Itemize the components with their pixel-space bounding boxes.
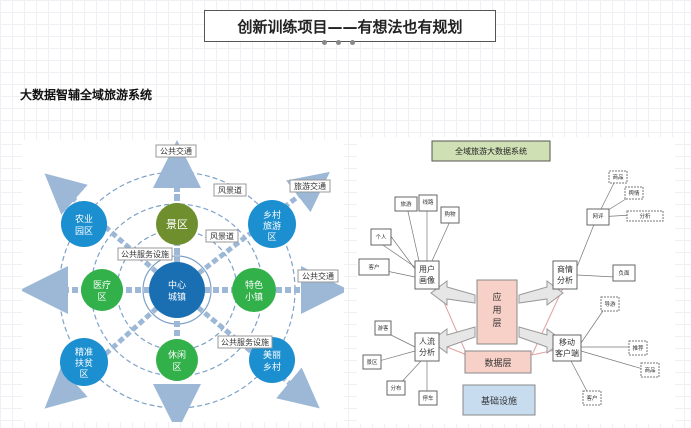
svg-text:商情: 商情 [557,264,573,274]
svg-text:画像: 画像 [419,275,435,285]
label-traffic-right: 公共交通 [302,271,334,281]
svg-text:线路: 线路 [422,198,434,206]
label-public-facility: 公共服务设施 [121,249,169,259]
svg-text:商品: 商品 [612,173,624,181]
svg-text:网评: 网评 [592,212,604,220]
svg-text:乡村: 乡村 [263,361,281,373]
svg-text:扶贫: 扶贫 [75,357,93,369]
svg-text:分析: 分析 [557,275,573,285]
svg-text:医疗: 医疗 [93,279,111,291]
label-scenic-road-1: 风景道 [218,185,242,195]
title-decoration [322,40,355,45]
svg-text:商品: 商品 [644,366,656,374]
svg-text:停车: 停车 [422,394,434,402]
svg-text:特色: 特色 [245,279,263,291]
svg-text:旅游: 旅游 [400,200,412,208]
svg-text:城镇: 城镇 [168,291,186,303]
node-rural: 乡村 旅游 区 [248,200,296,248]
svg-text:分析: 分析 [419,347,435,357]
svg-text:区: 区 [79,369,88,380]
node-agri: 农业 园区 [61,201,107,247]
svg-text:游客: 游客 [377,324,389,332]
svg-text:导游: 导游 [604,300,616,308]
svg-text:客户: 客户 [586,394,597,402]
svg-text:中心: 中心 [168,279,186,291]
svg-text:个人: 个人 [375,234,387,241]
svg-text:区: 区 [172,362,181,373]
svg-text:乡村: 乡村 [263,209,281,221]
svg-text:推荐: 推荐 [632,344,644,352]
svg-text:景区: 景区 [166,218,188,231]
node-leisure: 休闲 区 [156,339,198,381]
svg-text:购物: 购物 [444,210,456,218]
svg-text:客户: 客户 [368,263,379,271]
svg-text:负面: 负面 [618,269,630,277]
svg-text:休闲: 休闲 [168,349,186,361]
svg-text:客户端: 客户端 [555,348,579,358]
svg-text:分析: 分析 [639,212,651,220]
system-title: 全域旅游大数据系统 [455,146,527,156]
node-special: 特色 小镇 [232,268,276,312]
svg-text:用户: 用户 [419,264,435,274]
svg-text:人流: 人流 [419,336,435,346]
svg-text:分布: 分布 [390,384,402,392]
svg-text:应: 应 [492,291,501,303]
svg-text:移动: 移动 [559,337,575,347]
svg-text:园区: 园区 [75,226,93,237]
svg-text:景区: 景区 [366,359,378,366]
node-medical: 医疗 区 [81,269,123,311]
svg-text:旅游: 旅游 [263,220,281,232]
node-center: 中心 城镇 [149,262,205,318]
svg-text:美丽: 美丽 [263,349,281,361]
svg-text:层: 层 [492,318,501,329]
section-heading: 大数据智辅全域旅游系统 [20,88,153,102]
data-layer-box: 数据层 [484,357,511,369]
svg-text:区: 区 [97,292,106,303]
svg-text:精准: 精准 [75,346,93,358]
svg-text:用: 用 [492,305,501,316]
regional-layout-diagram: 景区 农业 园区 乡村 旅游 区 医疗 区 中心 城镇 特色 小镇 [20,140,349,428]
infra-box: 基础设施 [481,395,517,407]
svg-text:小镇: 小镇 [245,291,263,303]
page-title: 创新训练项目——有想法也有规划 [204,10,496,42]
svg-text:区: 区 [267,232,276,243]
big-data-system-diagram: 全域旅游大数据系统 应 用 层 数据层 基础设施 用户 画像 [357,137,675,424]
label-public-facility-2: 公共服务设施 [221,337,269,347]
label-scenic-road-2: 风景道 [210,231,234,241]
node-scenic: 景区 [156,203,198,245]
label-traffic-top: 公共交通 [160,146,192,156]
svg-text:农业: 农业 [75,213,93,225]
node-poverty: 精准 扶贫 区 [60,338,108,386]
label-tour-traffic: 旅游交通 [294,181,326,191]
svg-text:舆情: 舆情 [628,189,640,197]
